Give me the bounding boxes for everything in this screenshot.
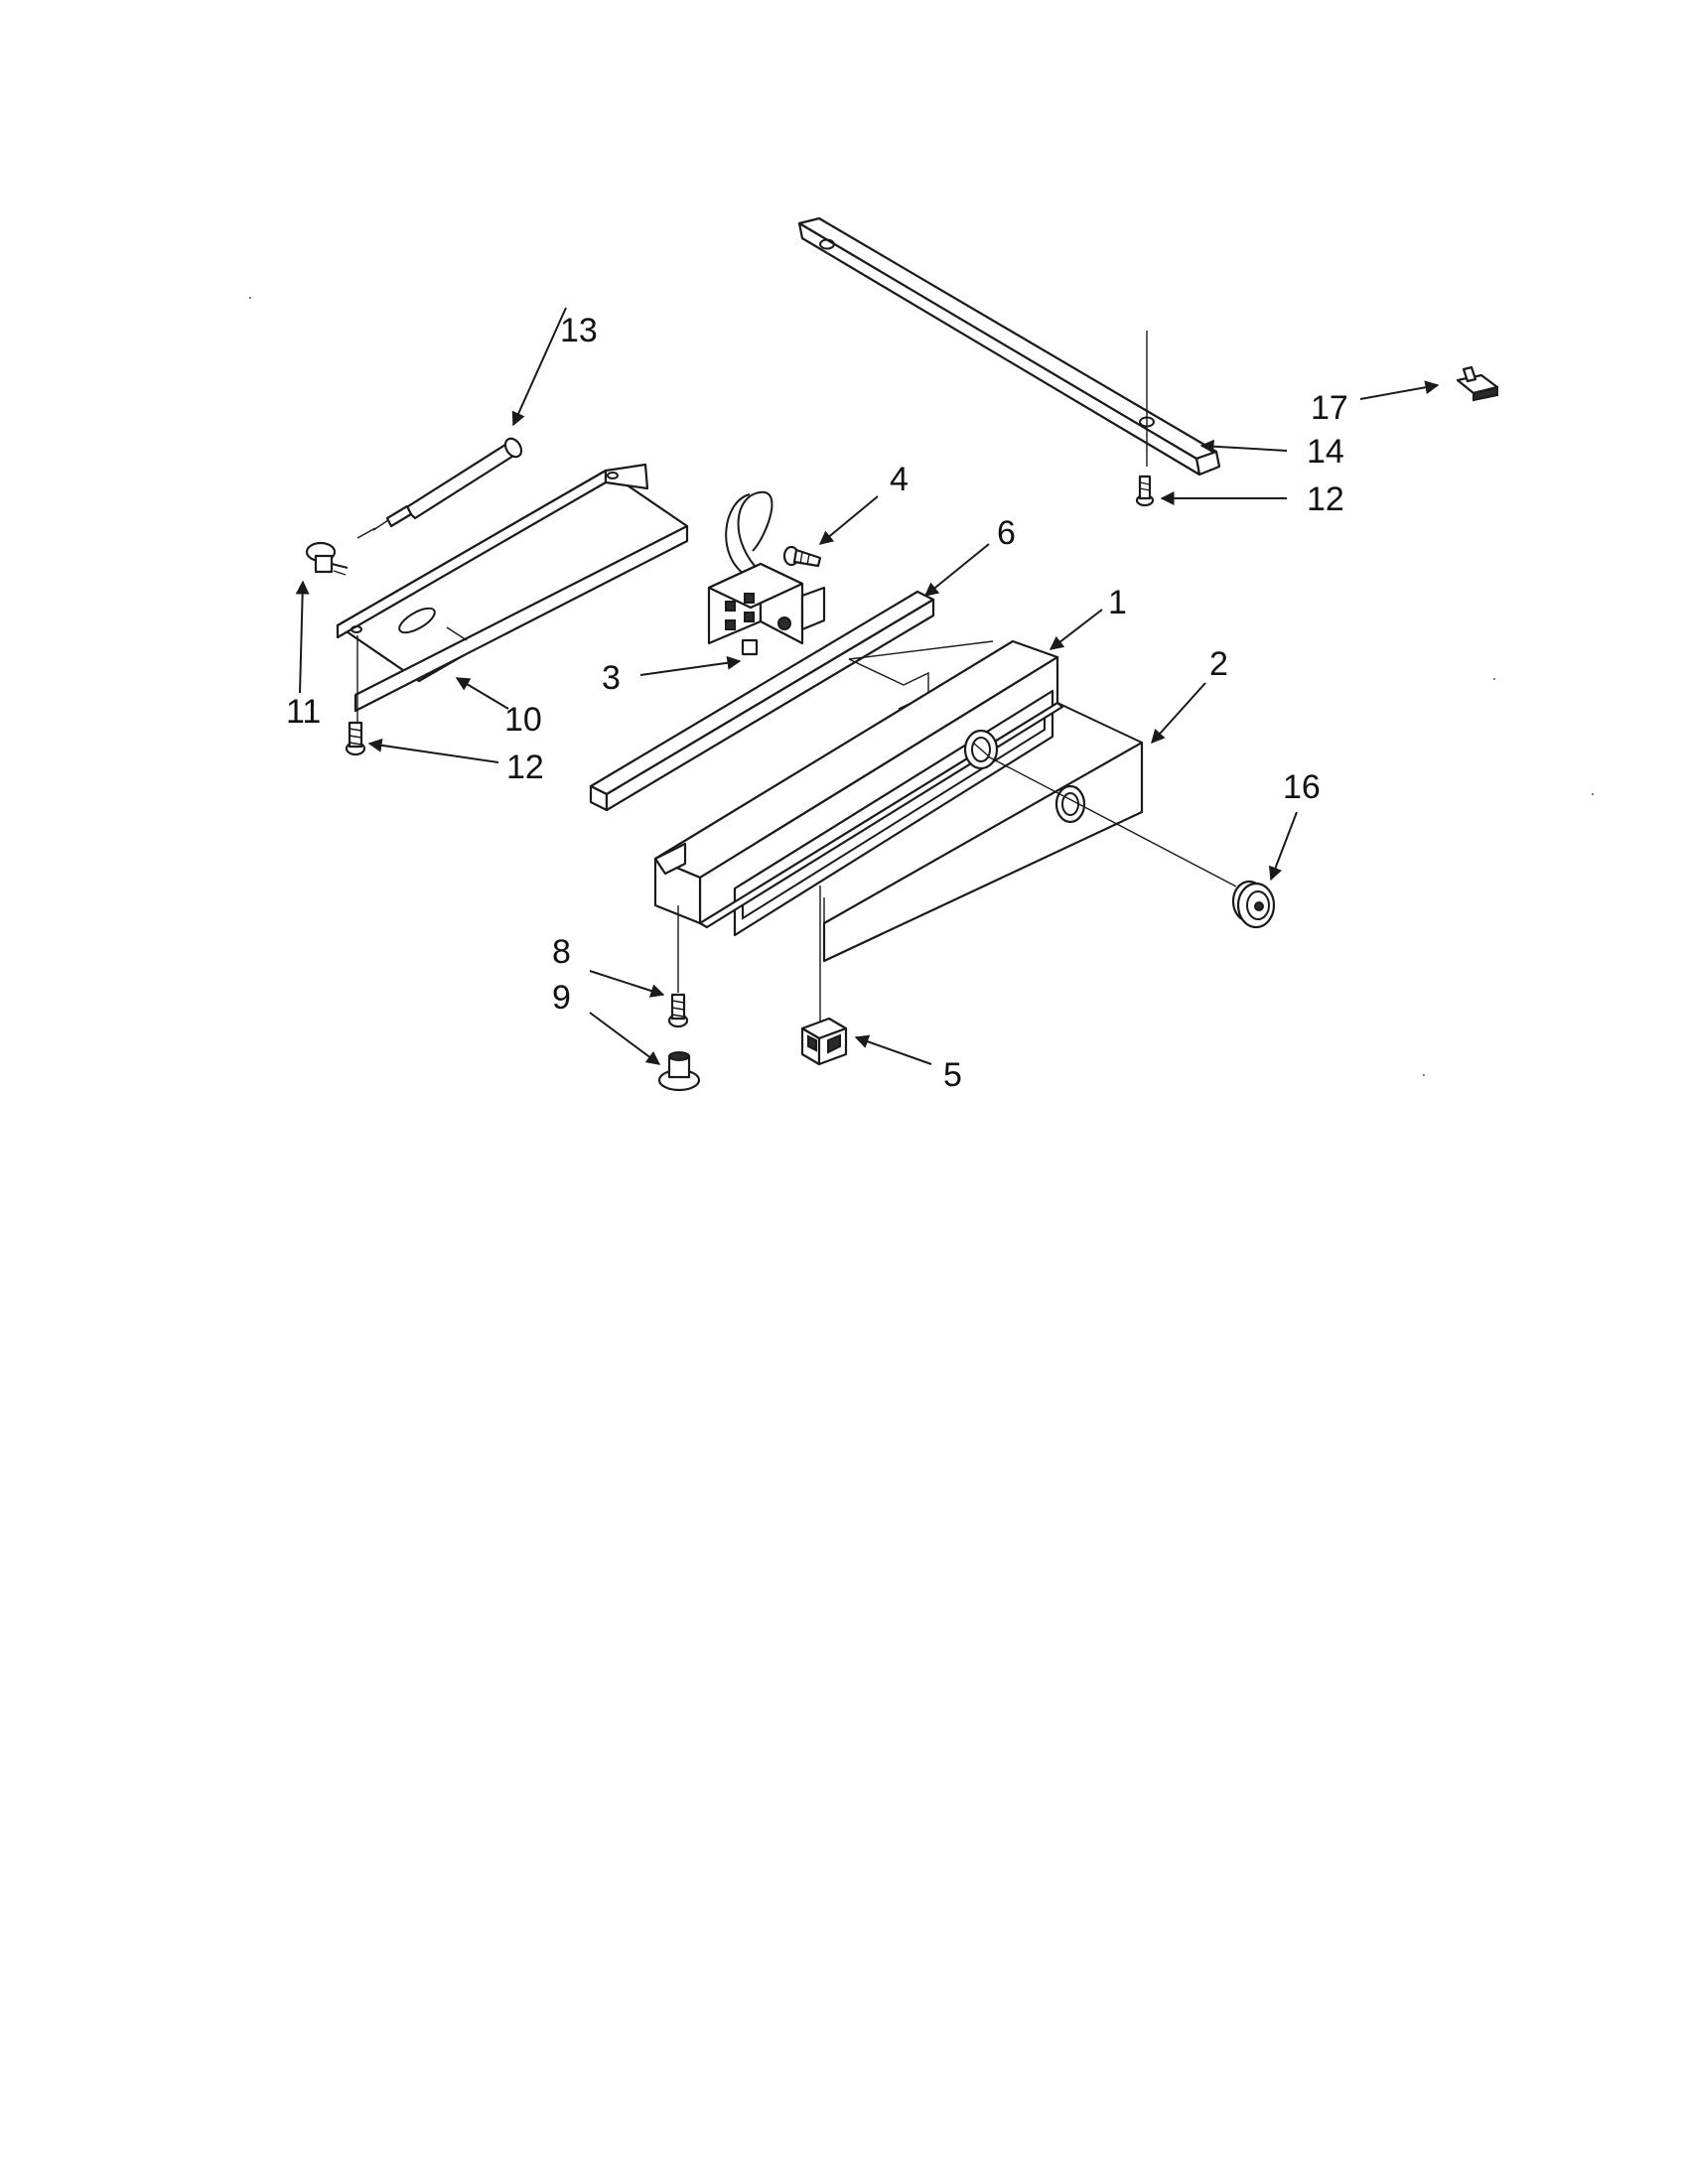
callout-8: 8 (552, 933, 571, 971)
screw-8 (667, 993, 689, 1028)
callout-12-top: 12 (1307, 480, 1344, 518)
callout-14: 14 (1307, 433, 1344, 471)
callout-5: 5 (943, 1056, 962, 1094)
callout-10: 10 (504, 701, 542, 739)
part-3-control (707, 490, 826, 656)
part-17-clip (1456, 365, 1499, 402)
part-1-housing (653, 639, 1064, 937)
part-16-guide (987, 755, 1237, 887)
callout-2: 2 (1209, 645, 1228, 683)
part-14-rail (797, 216, 1221, 477)
callout-labels: 13 17 14 12 4 6 1 2 3 11 10 12 16 8 9 5 (286, 312, 1348, 1094)
leader-lines (295, 307, 1440, 1065)
scan-specks (249, 297, 1594, 1076)
callout-11: 11 (286, 693, 321, 731)
part-5-bracket (800, 1017, 848, 1066)
part-10-bracket (336, 463, 689, 713)
callout-16: 16 (1283, 768, 1321, 806)
part-13-sensor (356, 437, 523, 539)
screw-12-left (345, 721, 366, 756)
wire-route-2 (848, 640, 994, 660)
screw-12-top (1135, 475, 1155, 507)
part-6-foam-strip (589, 590, 935, 812)
part-2-panel (822, 702, 1144, 963)
callout-1: 1 (1108, 584, 1127, 621)
callout-3: 3 (602, 659, 621, 697)
callout-4: 4 (890, 461, 909, 498)
callout-6: 6 (997, 514, 1016, 552)
part-11-clip (305, 541, 349, 576)
screw-4 (782, 545, 822, 568)
callout-9: 9 (552, 979, 571, 1017)
callout-17: 17 (1311, 389, 1348, 427)
callout-13: 13 (560, 312, 598, 349)
part-9-leveler (657, 1051, 701, 1092)
callout-12-left: 12 (506, 749, 544, 786)
part-16-knob (1231, 880, 1276, 929)
